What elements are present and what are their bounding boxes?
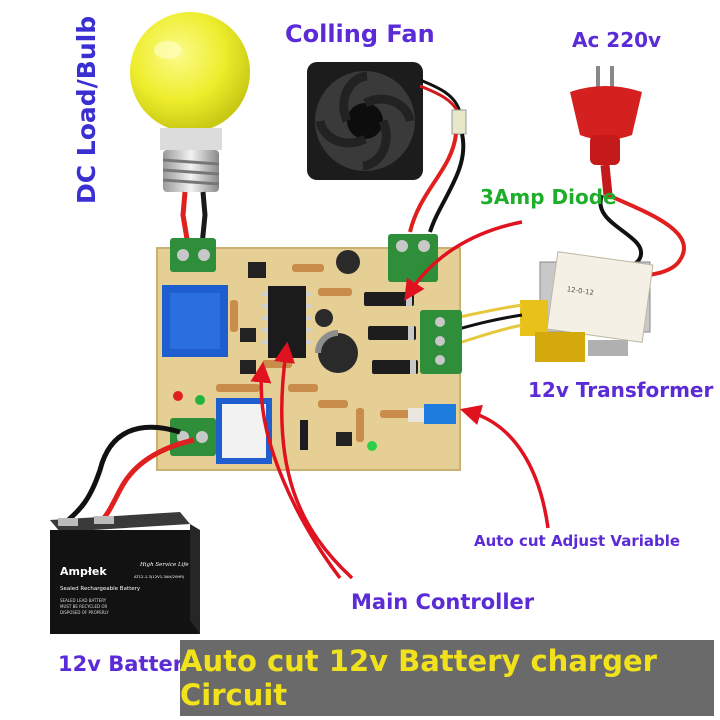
- pcb-board: [156, 234, 462, 471]
- battery-tag: High Service Life: [139, 562, 189, 568]
- battery-label: 12v Battery: [58, 652, 197, 676]
- pointer-arrows: [250, 220, 550, 580]
- controller-label: Main Controller: [351, 590, 535, 614]
- diode-label: 3Amp Diode: [480, 185, 617, 209]
- battery-type: Sealed Rechargeable Battery: [60, 586, 141, 592]
- adjust-label: Auto cut Adjust Variable: [474, 532, 681, 550]
- dc-load-label: DC Load/Bulb: [72, 15, 101, 204]
- bulb: [130, 12, 250, 192]
- transformer: 12-0-12: [520, 251, 654, 362]
- ac-plug: [570, 66, 642, 196]
- battery: [50, 512, 200, 634]
- fan-label: Colling Fan: [285, 20, 435, 48]
- page-title: Auto cut 12v Battery charger Circuit: [180, 644, 657, 712]
- cooling-fan: [307, 62, 423, 180]
- ac-label: Ac 220v: [572, 28, 662, 52]
- battery-note-2: MUST BE RECYCLED OR: [60, 604, 107, 609]
- battery-note-3: DISPOSED OF PROPERLY: [60, 610, 109, 615]
- battery-model: AT12-1.3(12V1.3AH/20HR): [134, 574, 185, 579]
- transformer-label: 12v Transformer: [528, 378, 714, 402]
- battery-brand: Ampłek: [60, 565, 107, 578]
- transformer-rating: 12-0-12: [566, 285, 594, 297]
- title-banner: Auto cut 12v Battery charger Circuit: [180, 640, 714, 716]
- battery-note-1: SEALED LEAD BATTERY: [60, 598, 107, 603]
